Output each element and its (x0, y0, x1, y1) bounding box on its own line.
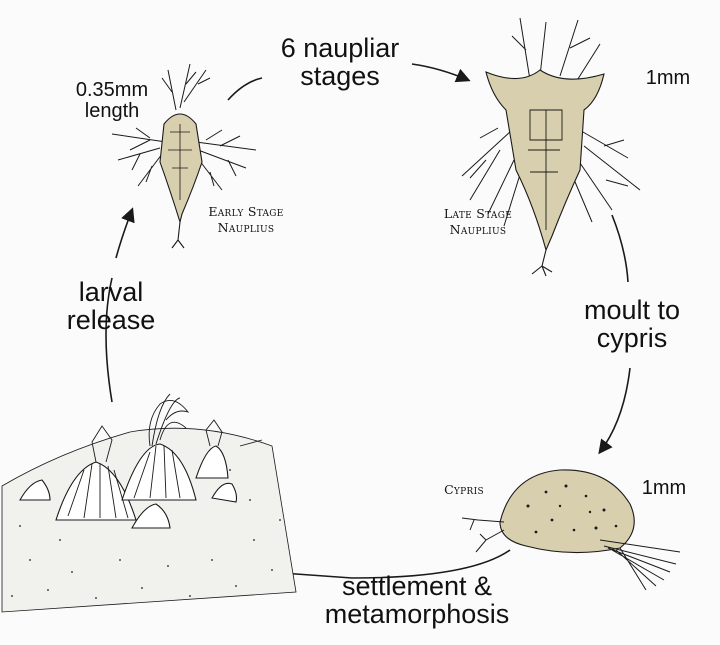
cycle-arrows (105, 63, 631, 581)
adult-barnacles-illustration (1, 393, 297, 613)
late-nauplius-caption: Late Stage Nauplius (443, 206, 513, 238)
late-size-label: 1mm (645, 67, 691, 89)
cypris-caption: Cypris (444, 482, 484, 497)
moult-to-cypris-label: moult to cypris (583, 295, 681, 354)
larval-release-label: larval release (66, 277, 156, 336)
late-nauplius-illustration (461, 17, 641, 277)
early-nauplius-illustration (111, 63, 257, 249)
arrow-to-larval-release (105, 277, 113, 403)
early-nauplius-caption: Early Stage Nauplius (208, 204, 284, 236)
settlement-metamorphosis-label: settlement & metamorphosis (324, 571, 510, 630)
arrow-late-to-moult (611, 214, 629, 283)
arrow-to-late-nauplius (411, 63, 471, 83)
cypris-illustration (461, 469, 681, 591)
arrow-release-to-early-nauplius (115, 207, 135, 259)
naupliar-stages-label: 6 naupliar stages (280, 33, 400, 92)
arrow-to-naupliar-stages (227, 77, 263, 101)
arrow-moult-to-cypris (598, 367, 631, 455)
early-size-label: 0.35mm length (75, 79, 149, 122)
arrow-cypris-to-settlement (265, 549, 511, 581)
cypris-size-label: 1mm (641, 477, 687, 499)
